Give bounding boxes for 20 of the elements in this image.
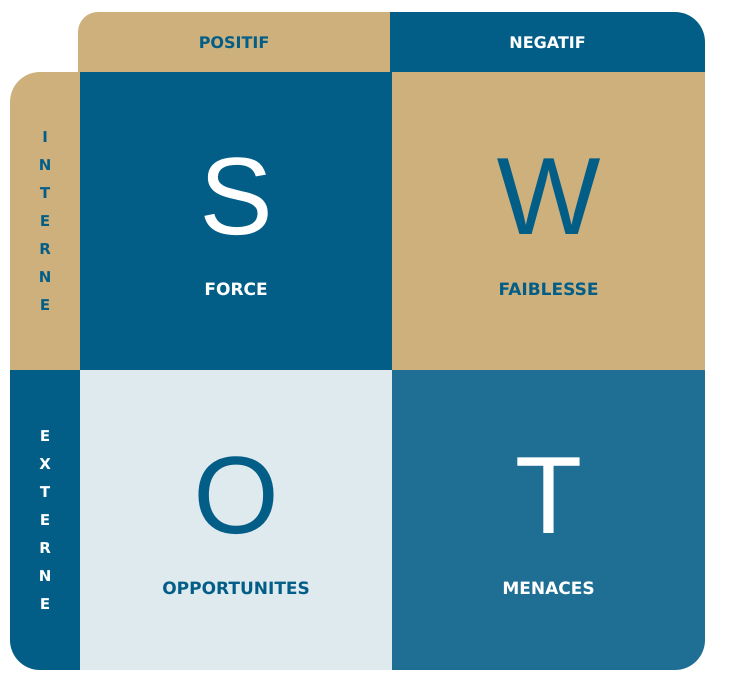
vertical-label: EXTERNE <box>38 426 52 615</box>
quadrant-cell <box>392 370 705 670</box>
row-header <box>10 370 80 670</box>
quadrant-cell <box>80 72 392 370</box>
quadrant-label: FORCE <box>204 280 268 300</box>
quadrant-letter: W <box>496 142 600 252</box>
column-header <box>78 12 390 72</box>
quadrant-label: OPPORTUNITES <box>162 579 310 599</box>
header-label: POSITIF <box>198 32 270 52</box>
quadrant-letter: T <box>514 441 582 551</box>
quadrant-cell <box>392 72 705 370</box>
quadrant-label: FAIBLESSE <box>498 280 598 300</box>
header-label: NEGATIF <box>509 32 586 52</box>
row-header <box>10 72 80 370</box>
quadrant-cell <box>80 370 392 670</box>
column-header <box>390 12 705 72</box>
quadrant-label: MENACES <box>502 579 595 599</box>
vertical-label: INTERNE <box>38 127 52 316</box>
quadrant-letter: S <box>199 142 273 252</box>
quadrant-letter: O <box>193 441 279 551</box>
